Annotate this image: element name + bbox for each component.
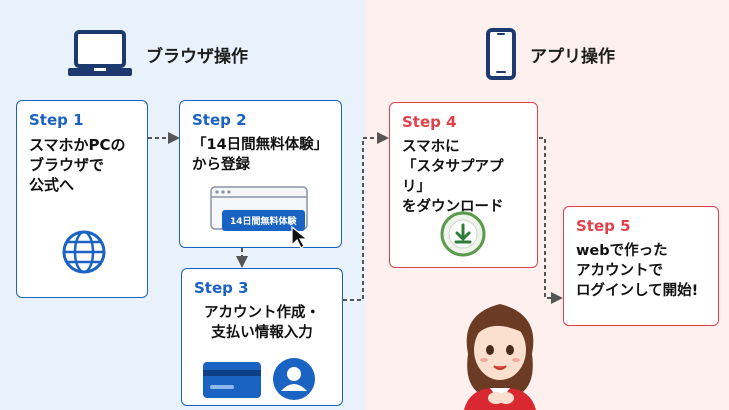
- step-5-text: webで作った アカウントで ログインして開始!: [576, 243, 699, 299]
- app-header-title: アプリ操作: [530, 46, 615, 67]
- download-icon: [440, 211, 486, 257]
- step-4-card: Step 4 スマホに 「スタサプアプリ」 をダウンロード: [389, 102, 538, 268]
- globe-icon: [62, 230, 106, 274]
- step-3-text: アカウント作成・ 支払い情報入力: [204, 305, 320, 341]
- step-1-card: Step 1 スマホかPCの ブラウザで 公式へ: [16, 100, 148, 298]
- step-5-label: Step 5: [576, 217, 631, 235]
- browser-header: ブラウザ操作: [68, 30, 248, 78]
- step-3-card: Step 3 アカウント作成・ 支払い情報入力: [181, 268, 343, 406]
- step-4-label: Step 4: [402, 113, 457, 131]
- step-3-label: Step 3: [194, 279, 249, 297]
- app-header: アプリ操作: [486, 28, 615, 80]
- mascot-illustration: [464, 304, 536, 410]
- browser-header-title: ブラウザ操作: [146, 46, 248, 67]
- step-1-label: Step 1: [29, 111, 84, 129]
- step-2-label: Step 2: [192, 111, 247, 129]
- cursor-icon: [291, 225, 309, 249]
- step-1-text: スマホかPCの ブラウザで 公式へ: [29, 136, 126, 194]
- laptop-icon: [68, 30, 132, 76]
- step-2-text: 「14日間無料体験」 から登録: [192, 137, 329, 173]
- user-profile-icon: [273, 358, 315, 400]
- smartphone-icon: [486, 28, 516, 80]
- step-5-card: Step 5 webで作った アカウントで ログインして開始!: [563, 206, 719, 326]
- free-trial-button-mock: 14日間無料体験: [222, 210, 305, 231]
- step-2-card: Step 2 「14日間無料体験」 から登録 14日間無料体験: [179, 100, 342, 249]
- credit-card-icon: [203, 362, 261, 398]
- step-4-text: スマホに 「スタサプアプリ」 をダウンロード: [402, 139, 504, 215]
